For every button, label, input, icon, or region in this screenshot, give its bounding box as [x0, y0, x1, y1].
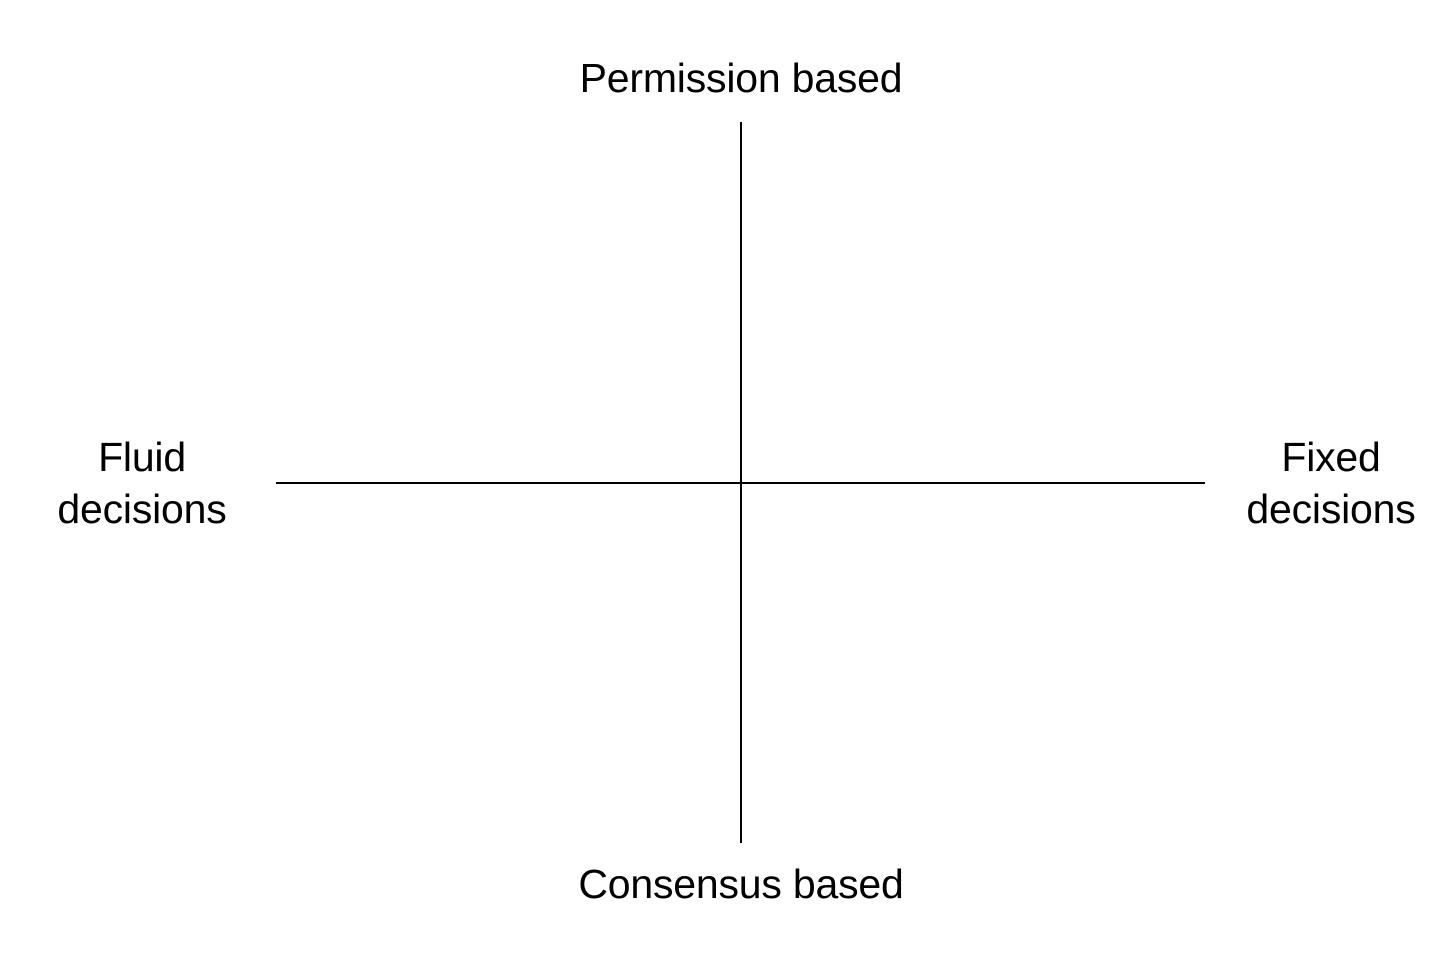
axis-label-left: Fluid decisions	[57, 434, 227, 532]
axis-label-bottom: Consensus based	[578, 861, 904, 907]
horizontal-axis-line	[276, 482, 1205, 484]
axis-label-top: Permission based	[579, 55, 903, 101]
axis-label-right: Fixed decisions	[1246, 434, 1416, 532]
